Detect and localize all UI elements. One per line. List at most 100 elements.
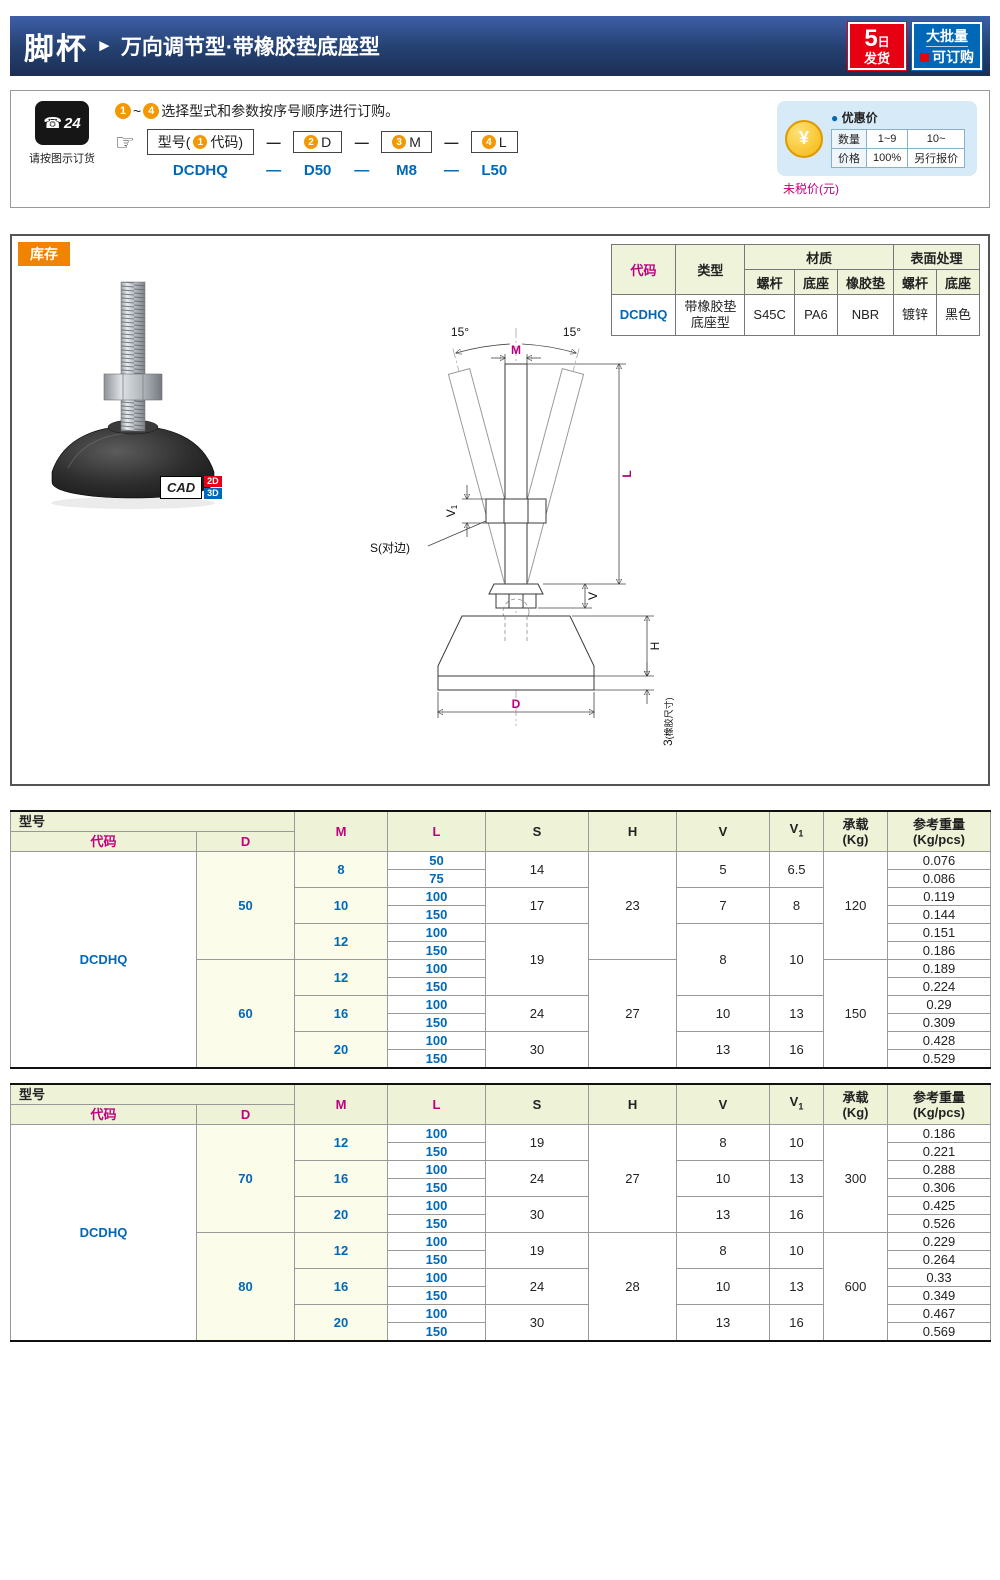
dim-h: H <box>648 642 662 651</box>
weight-cell: 0.309 <box>887 1013 992 1032</box>
example-dash: — <box>354 162 370 179</box>
v1-cell: 8 <box>769 887 825 924</box>
tax-note: 未税价(元) <box>783 182 839 196</box>
col-header-v: V <box>676 810 771 852</box>
s-cell: 17 <box>485 887 590 924</box>
l-cell: 50 <box>387 851 487 870</box>
cad-3d-button[interactable]: 3D <box>204 488 222 499</box>
spec-type-line1: 带橡胶垫 <box>684 298 737 314</box>
dim-v1: V1 <box>444 504 459 517</box>
table-row: 150 0.349 <box>11 1286 992 1305</box>
cad-2d-button[interactable]: 2D <box>204 476 222 487</box>
phone-caption: 请按图示订货 <box>29 153 95 165</box>
bullet-dot-icon: ● <box>831 111 839 125</box>
ship-5day-badge: 5 日 发货 <box>847 21 907 71</box>
v-cell: 8 <box>676 1124 771 1161</box>
price-info: ● 优惠价 数量 1~9 10~ 价格 100% 另行报价 <box>831 109 966 168</box>
weight-cell: 0.224 <box>887 977 992 996</box>
m-cell: 20 <box>294 1031 389 1069</box>
order-info-panel: ☎ 24 请按图示订货 1 ~ 4 选择型式和参数按序号顺序进行订购。 ☞ 型号… <box>10 90 990 208</box>
weight-cell: 0.221 <box>887 1142 992 1161</box>
col-header-h: H <box>588 1083 678 1125</box>
discount-price-panel: ¥ ● 优惠价 数量 1~9 10~ 价格 100% 另行报价 <box>777 101 977 176</box>
example-m-value: M8 <box>396 162 417 179</box>
table-row: 150 0.529 <box>11 1049 992 1069</box>
price-tier2-cell: 另行报价 <box>907 148 966 168</box>
order-format-area: ☞ 型号( 1 代码) — 2 D — 3 M — <box>115 129 518 179</box>
h-cell: 28 <box>588 1232 678 1342</box>
example-model-code: DCDHQ <box>172 162 228 179</box>
l-cell: 100 <box>387 1232 487 1251</box>
l-cell: 100 <box>387 1304 487 1323</box>
table-row: 150 0.526 <box>11 1214 992 1233</box>
l-cell: 100 <box>387 1268 487 1287</box>
col-header-model: 型号 <box>9 810 296 832</box>
spec-header-base: 底座 <box>793 269 838 295</box>
load-cell: 120 <box>823 851 889 960</box>
cad-badge: CAD 2D 3D <box>160 476 222 499</box>
weight-cell: 0.086 <box>887 869 992 888</box>
weight-cell: 0.467 <box>887 1304 992 1323</box>
weight-cell: 0.151 <box>887 923 992 942</box>
spec-header-base-finish: 底座 <box>935 269 981 295</box>
weight-cell: 0.189 <box>887 959 992 978</box>
col-header-weight: 参考重量(Kg/pcs) <box>887 810 992 852</box>
table-row: 150 0.264 <box>11 1250 992 1269</box>
dim-rubber: 3(橡胶尺寸) <box>661 697 675 746</box>
cad-dims: 2D 3D <box>204 476 222 499</box>
col-header-d: D <box>195 831 296 852</box>
spec-header-material: 材质 <box>744 244 894 270</box>
format-l-label: L <box>498 134 507 150</box>
m-cell: 12 <box>294 959 389 996</box>
dim-d: D <box>512 697 521 711</box>
spec-base-cell: PA6 <box>793 294 838 336</box>
weight-cell: 0.186 <box>887 941 992 960</box>
dim-angle-left: 15° <box>451 325 469 339</box>
m-cell: 12 <box>294 1124 389 1161</box>
spec-header-surface: 表面处理 <box>892 244 981 270</box>
load-cell: 150 <box>823 959 889 1069</box>
h-cell: 23 <box>588 851 678 960</box>
pointing-hand-icon: ☞ <box>115 130 135 155</box>
format-model-post: 代码) <box>210 134 244 150</box>
l-cell: 150 <box>387 1214 487 1233</box>
h-cell: 27 <box>588 959 678 1069</box>
format-dash: — <box>354 134 369 150</box>
table-row: 16 100 24 10 13 0.288 <box>11 1160 992 1197</box>
weight-cell: 0.526 <box>887 1214 992 1233</box>
s-cell: 24 <box>485 995 590 1032</box>
dim-angle-right: 15° <box>563 325 581 339</box>
s-cell: 14 <box>485 851 590 888</box>
format-box-d: 2 D <box>293 131 343 153</box>
weight-cell: 0.144 <box>887 905 992 924</box>
s-cell: 30 <box>485 1304 590 1342</box>
bulk-order-badge: 大批量 可订购 <box>911 21 983 71</box>
qty-tier1-cell: 1~9 <box>865 129 909 149</box>
table-row: 16 100 24 10 13 0.29 <box>11 995 992 1032</box>
dim-m: M <box>511 343 521 357</box>
col-header-v1: V1 <box>769 1083 825 1125</box>
table-row: 60 12 100 27 150 0.189 <box>11 959 992 1069</box>
phone-glyph-icon: ☎ <box>43 115 62 132</box>
title-group: 脚杯 ► 万向调节型·带橡胶垫底座型 <box>24 24 380 68</box>
col-header-v1: V1 <box>769 810 825 852</box>
weight-cell: 0.288 <box>887 1160 992 1179</box>
table-row: 75 0.086 <box>11 869 992 888</box>
order-main: 1 ~ 4 选择型式和参数按序号顺序进行订购。 ☞ 型号( 1 代码) — 2 … <box>115 101 518 179</box>
instruction-text: 选择型式和参数按序号顺序进行订购。 <box>161 103 400 119</box>
dim-s-across-flats: S(对边) <box>370 541 410 555</box>
l-cell: 100 <box>387 887 487 906</box>
example-d-value: D50 <box>303 162 332 179</box>
weight-cell: 0.29 <box>887 995 992 1014</box>
order-instruction: 1 ~ 4 选择型式和参数按序号顺序进行订购。 <box>115 101 518 121</box>
circle-number-2-icon: 2 <box>304 135 319 149</box>
d-cell: 70 <box>195 1124 296 1233</box>
col-header-l: L <box>387 810 487 852</box>
l-cell: 100 <box>387 959 487 978</box>
discount-price-area: ¥ ● 优惠价 数量 1~9 10~ 价格 100% 另行报价 <box>777 101 977 197</box>
weight-cell: 0.425 <box>887 1196 992 1215</box>
l-cell: 100 <box>387 1196 487 1215</box>
example-dash: — <box>443 162 459 179</box>
qty-tier2-cell: 10~ <box>907 129 966 149</box>
l-cell: 100 <box>387 1031 487 1050</box>
